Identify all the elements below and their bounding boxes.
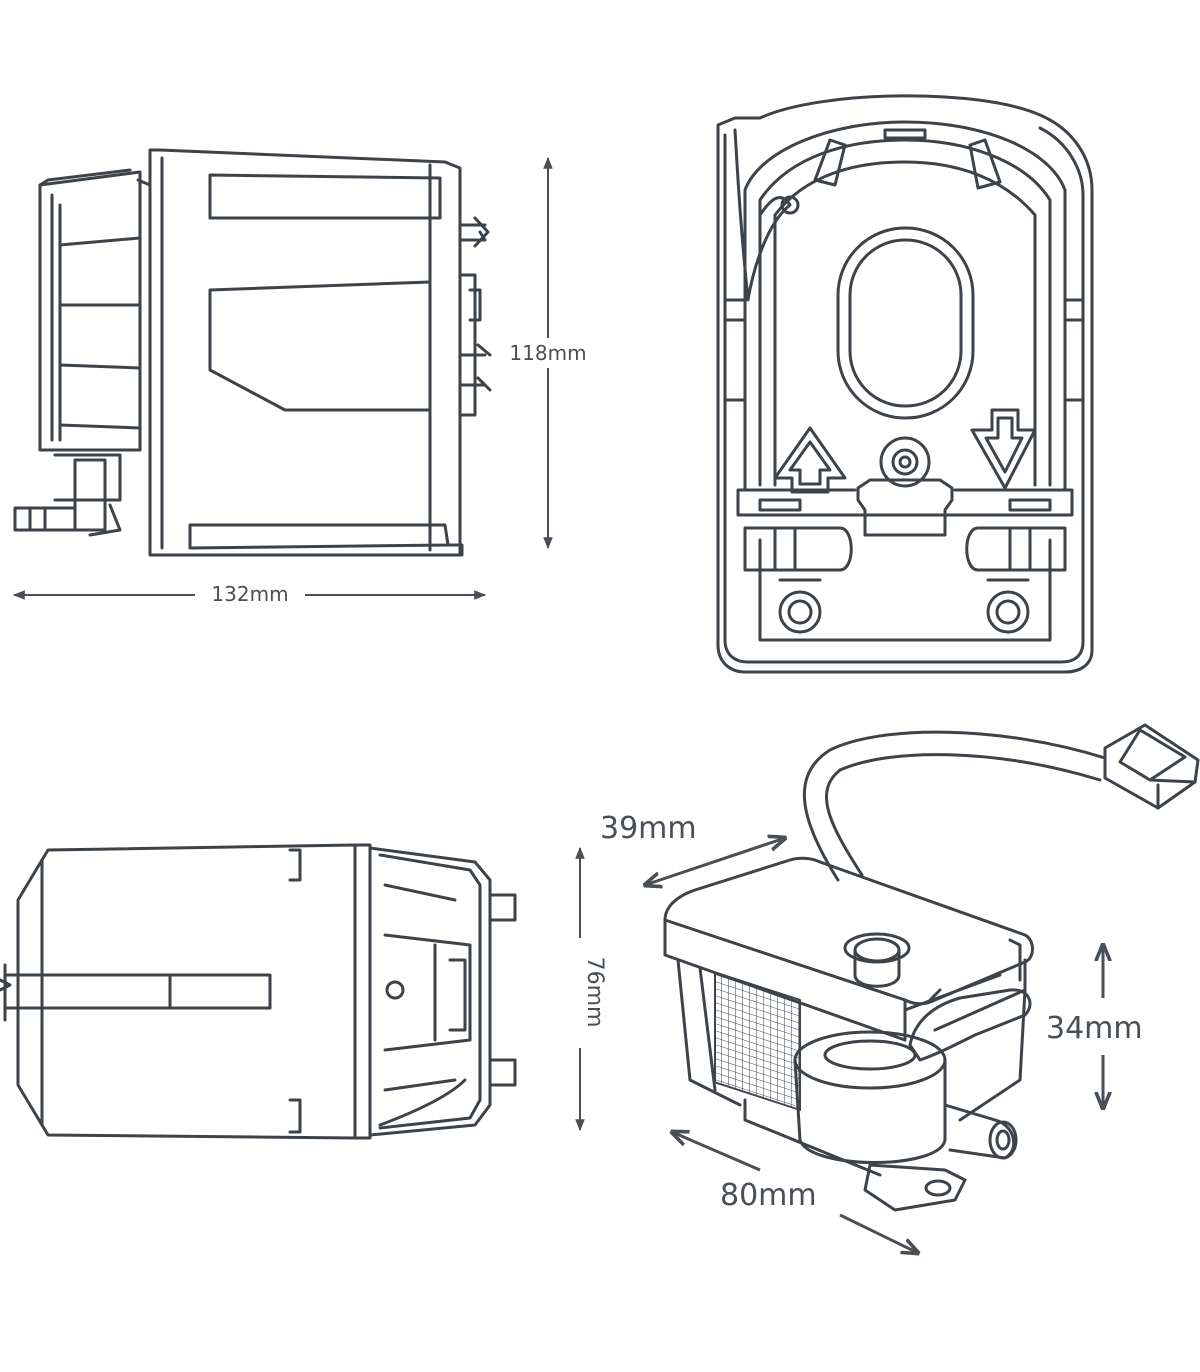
side-height-dimension: 118mm [509,156,587,550]
side-height-label: 118mm [509,341,586,365]
bottom-width-dimension: 76mm [575,846,607,1132]
iso-view [663,723,1200,1212]
side-view [13,148,492,557]
front-view [716,94,1094,674]
iso-depth-dimension: 39mm [600,811,785,885]
iso-length-dimension: 80mm [672,1132,918,1253]
iso-depth-label: 39mm [600,811,697,846]
side-length-label: 132mm [211,582,288,606]
bottom-view [0,843,517,1140]
iso-height-dimension: 34mm [1046,945,1143,1108]
bottom-width-label: 76mm [582,957,607,1028]
iso-length-label: 80mm [720,1178,817,1213]
side-length-dimension: 132mm [12,582,487,606]
iso-height-label: 34mm [1046,1011,1143,1046]
